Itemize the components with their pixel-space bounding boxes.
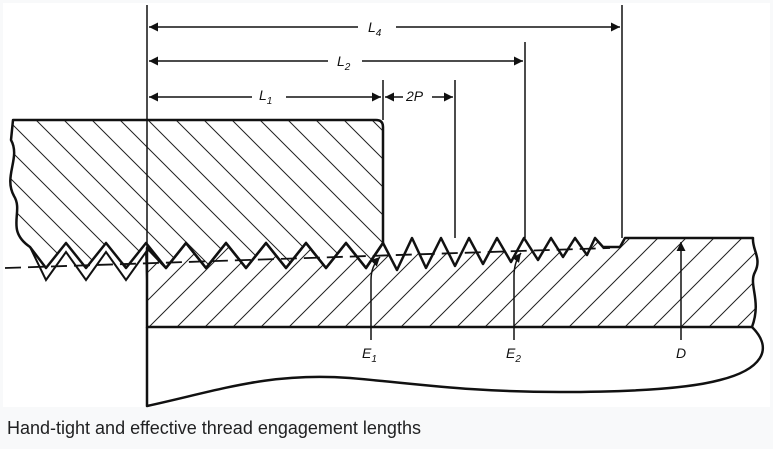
figure-caption: Hand-tight and effective thread engageme…: [7, 418, 421, 438]
e1-leader-arrow: [370, 256, 381, 340]
pipe-body: [145, 236, 759, 329]
two-p-label: 2P: [405, 88, 424, 104]
l2-label: L2: [337, 53, 351, 73]
thread-engagement-diagram: L4 L2 L1 2P E1 E2 D: [4, 5, 765, 408]
pipe-lower-body: [145, 326, 765, 408]
e1-label: E1: [362, 345, 377, 365]
e2-label: E2: [506, 345, 521, 365]
fitting-body: [9, 118, 385, 270]
l1-label: L1: [259, 87, 272, 107]
d-label: D: [676, 345, 686, 361]
l4-label: L4: [368, 19, 382, 39]
thread-tips: [29, 246, 148, 282]
e2-leader-arrow: [511, 252, 522, 340]
pitch-line: [4, 247, 611, 269]
